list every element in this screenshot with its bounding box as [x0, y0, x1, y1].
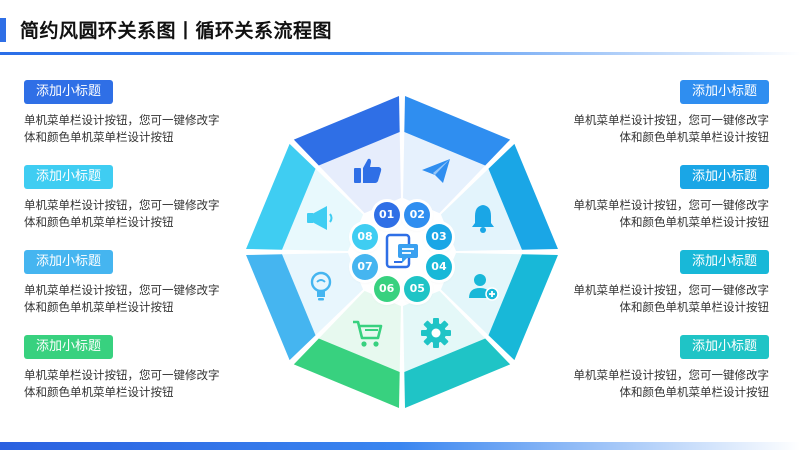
right-item-2: 添加小标题 单机菜单栏设计按钮，您可一键修改字体和颜色单机菜单栏设计按钮: [564, 165, 769, 231]
step-number-06: 06: [373, 275, 400, 302]
right-item-4: 添加小标题 单机菜单栏设计按钮，您可一键修改字体和颜色单机菜单栏设计按钮: [564, 335, 769, 401]
right-item-4-tag[interactable]: 添加小标题: [679, 335, 769, 359]
title-bar: 简约风圆环关系图丨循环关系流程图: [0, 0, 800, 58]
title-accent: [0, 18, 6, 42]
left-item-1-tag[interactable]: 添加小标题: [24, 80, 114, 104]
right-item-3: 添加小标题 单机菜单栏设计按钮，您可一键修改字体和颜色单机菜单栏设计按钮: [564, 250, 769, 316]
right-item-3-tag[interactable]: 添加小标题: [679, 250, 769, 274]
right-item-3-desc: 单机菜单栏设计按钮，您可一键修改字体和颜色单机菜单栏设计按钮: [573, 283, 770, 314]
step-number-02: 02: [404, 202, 431, 229]
add-user-icon: [465, 268, 501, 304]
right-item-1-desc: 单机菜单栏设计按钮，您可一键修改字体和颜色单机菜单栏设计按钮: [573, 113, 770, 144]
right-item-4-desc: 单机菜单栏设计按钮，您可一键修改字体和颜色单机菜单栏设计按钮: [573, 368, 770, 399]
page-title: 简约风圆环关系图丨循环关系流程图: [20, 20, 333, 42]
right-item-1-tag[interactable]: 添加小标题: [679, 80, 769, 104]
thumbs-up-icon: [350, 153, 386, 189]
segment-07-band: [246, 254, 316, 361]
megaphone-icon: [303, 200, 339, 236]
left-item-1: 添加小标题 单机菜单栏设计按钮，您可一键修改字体和颜色单机菜单栏设计按钮: [24, 80, 229, 146]
title-underline: [0, 52, 800, 55]
step-number-08: 08: [352, 223, 379, 250]
segment-06-band: [293, 338, 400, 408]
left-item-3-desc: 单机菜单栏设计按钮，您可一键修改字体和颜色单机菜单栏设计按钮: [24, 283, 220, 314]
right-item-2-desc: 单机菜单栏设计按钮，您可一键修改字体和颜色单机菜单栏设计按钮: [573, 198, 770, 229]
left-item-2: 添加小标题 单机菜单栏设计按钮，您可一键修改字体和颜色单机菜单栏设计按钮: [24, 165, 229, 231]
segment-01-band: [293, 96, 400, 166]
left-item-2-tag[interactable]: 添加小标题: [24, 165, 114, 189]
right-item-2-tag[interactable]: 添加小标题: [679, 165, 769, 189]
segment-03-band: [488, 143, 558, 250]
left-item-3-tag[interactable]: 添加小标题: [24, 250, 114, 274]
segment-05-band: [404, 338, 511, 408]
paper-plane-icon: [418, 153, 454, 189]
shopping-cart-icon: [350, 315, 386, 351]
segment-04-band: [488, 254, 558, 361]
tablet-chat-icon: [384, 232, 420, 272]
segment-02-band: [404, 96, 511, 166]
segment-08-band: [246, 143, 316, 250]
gear-icon: [418, 315, 454, 351]
left-item-4: 添加小标题 单机菜单栏设计按钮，您可一键修改字体和颜色单机菜单栏设计按钮: [24, 335, 229, 401]
step-number-03: 03: [425, 223, 452, 250]
step-number-07: 07: [352, 254, 379, 281]
bottom-bar: [0, 442, 800, 450]
right-item-1: 添加小标题 单机菜单栏设计按钮，您可一键修改字体和颜色单机菜单栏设计按钮: [564, 80, 769, 146]
left-item-1-desc: 单机菜单栏设计按钮，您可一键修改字体和颜色单机菜单栏设计按钮: [24, 113, 220, 144]
step-number-05: 05: [404, 275, 431, 302]
left-item-3: 添加小标题 单机菜单栏设计按钮，您可一键修改字体和颜色单机菜单栏设计按钮: [24, 250, 229, 316]
bell-icon: [465, 200, 501, 236]
left-item-4-desc: 单机菜单栏设计按钮，您可一键修改字体和颜色单机菜单栏设计按钮: [24, 368, 220, 399]
step-number-01: 01: [373, 202, 400, 229]
step-number-04: 04: [425, 254, 452, 281]
lightbulb-icon: [303, 268, 339, 304]
left-item-4-tag[interactable]: 添加小标题: [24, 335, 114, 359]
left-item-2-desc: 单机菜单栏设计按钮，您可一键修改字体和颜色单机菜单栏设计按钮: [24, 198, 220, 229]
